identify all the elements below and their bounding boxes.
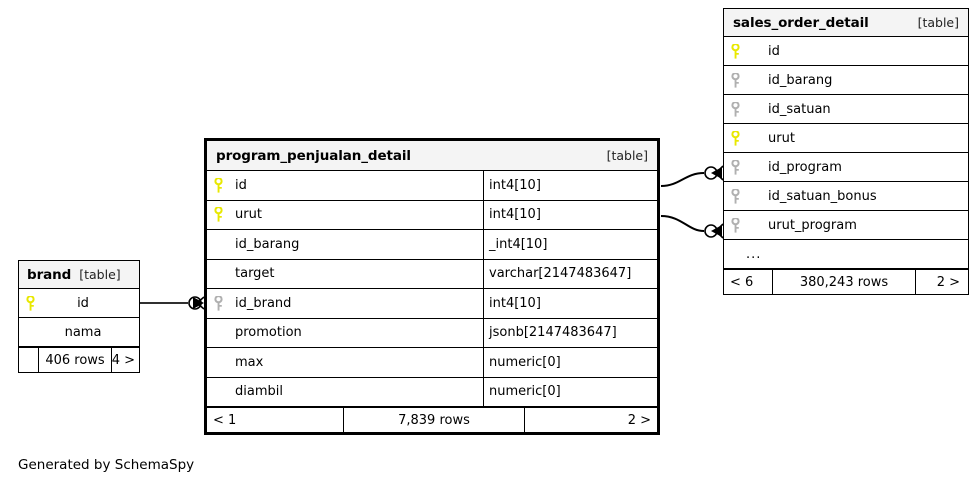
row-count-label: 7,839 rows: [343, 408, 525, 432]
key-icon: [724, 124, 746, 152]
table-brand[interactable]: brand [table] id nama 406 rows 4 >: [18, 260, 140, 373]
table-type-tag: [table]: [606, 148, 648, 163]
table-sales-order-detail[interactable]: sales_order_detail [table] id id_barang …: [723, 8, 969, 295]
column-row[interactable]: id_barang _int4[10]: [207, 230, 657, 260]
column-name: urut: [768, 130, 795, 146]
relationship-program-id-to-sales-id-program: [660, 165, 724, 187]
relationship-brand-id-to-program-id-brand: [140, 296, 205, 310]
more-columns-indicator: ...: [724, 240, 968, 269]
key-icon: [724, 211, 746, 239]
column-row[interactable]: id_satuan: [724, 95, 968, 124]
column-row[interactable]: urut int4[10]: [207, 200, 657, 230]
key-icon: [19, 289, 41, 317]
column-name: id: [235, 177, 247, 193]
column-name: nama: [64, 324, 102, 340]
prev-page-button[interactable]: < 6: [730, 274, 754, 290]
key-icon: [207, 289, 229, 318]
column-row[interactable]: urut: [724, 124, 968, 153]
table-header-brand: brand [table]: [19, 261, 139, 289]
column-row[interactable]: id_barang: [724, 66, 968, 95]
column-name: max: [235, 354, 264, 370]
table-footer-sales-order-detail: < 6 380,243 rows 2 >: [724, 269, 968, 294]
column-name: id_satuan: [768, 101, 831, 117]
key-icon-placeholder: [207, 260, 229, 289]
key-icon: [724, 66, 746, 94]
row-count-label: 380,243 rows: [772, 270, 916, 294]
column-row[interactable]: id_program: [724, 153, 968, 182]
key-icon-placeholder: [207, 378, 229, 407]
next-page-button[interactable]: 4 >: [111, 352, 135, 368]
column-name: diambil: [235, 384, 283, 400]
table-type-tag: [table]: [917, 15, 959, 30]
column-row[interactable]: id_satuan_bonus: [724, 182, 968, 211]
key-icon-placeholder: [207, 230, 229, 259]
more-columns-label: ...: [746, 246, 762, 262]
column-type: numeric[0]: [483, 348, 657, 377]
column-row[interactable]: id_brand int4[10]: [207, 289, 657, 319]
prev-page-button[interactable]: < 1: [213, 412, 237, 428]
key-icon-placeholder: [207, 348, 229, 377]
column-type: varchar[2147483647]: [483, 259, 657, 288]
table-type-tag: [table]: [79, 267, 121, 282]
key-icon-placeholder: [207, 319, 229, 348]
column-name: urut: [235, 207, 262, 223]
column-type: int4[10]: [483, 289, 657, 318]
column-type: numeric[0]: [483, 377, 657, 406]
table-title: brand: [27, 266, 72, 283]
column-row[interactable]: target varchar[2147483647]: [207, 259, 657, 289]
table-footer-program-penjualan-detail: < 1 7,839 rows 2 >: [207, 407, 657, 432]
column-name: id: [77, 295, 89, 311]
next-page-button[interactable]: 2 >: [627, 412, 651, 428]
table-program-penjualan-detail[interactable]: program_penjualan_detail [table] id int4…: [204, 138, 660, 435]
relationship-program-urut-to-sales-urut-program: [660, 215, 724, 239]
prev-page-button[interactable]: [19, 348, 38, 372]
key-icon: [724, 95, 746, 123]
column-name: id_program: [768, 159, 842, 175]
column-type: int4[10]: [483, 171, 657, 200]
table-header-program-penjualan-detail: program_penjualan_detail [table]: [207, 141, 657, 171]
table-title: program_penjualan_detail: [216, 147, 411, 164]
key-icon: [207, 171, 229, 200]
key-icon: [207, 201, 229, 230]
column-row[interactable]: urut_program: [724, 211, 968, 240]
column-name: id_barang: [235, 236, 300, 252]
table-footer-brand: 406 rows 4 >: [19, 347, 139, 372]
column-row[interactable]: max numeric[0]: [207, 348, 657, 378]
column-name: promotion: [235, 325, 302, 341]
column-row[interactable]: diambil numeric[0]: [207, 377, 657, 407]
column-row[interactable]: nama: [19, 318, 139, 347]
key-icon: [724, 37, 746, 65]
column-name: id: [768, 43, 780, 59]
column-type: _int4[10]: [483, 230, 657, 259]
column-name: target: [235, 266, 275, 282]
table-header-sales-order-detail: sales_order_detail [table]: [724, 9, 968, 37]
table-title: sales_order_detail: [733, 14, 869, 31]
column-name: urut_program: [768, 217, 857, 233]
key-icon-placeholder: [19, 318, 41, 346]
column-row[interactable]: promotion jsonb[2147483647]: [207, 318, 657, 348]
row-count-label: 406 rows: [38, 348, 112, 372]
next-page-button[interactable]: 2 >: [936, 274, 960, 290]
column-name: id_brand: [235, 295, 292, 311]
key-icon: [724, 153, 746, 181]
column-row[interactable]: id: [724, 37, 968, 66]
column-row[interactable]: id: [19, 289, 139, 318]
column-row[interactable]: id int4[10]: [207, 171, 657, 201]
column-type: int4[10]: [483, 200, 657, 229]
key-icon: [724, 182, 746, 210]
column-type: jsonb[2147483647]: [483, 318, 657, 347]
column-name: id_barang: [768, 72, 833, 88]
generator-caption: Generated by SchemaSpy: [18, 457, 195, 473]
column-name: id_satuan_bonus: [768, 188, 877, 204]
